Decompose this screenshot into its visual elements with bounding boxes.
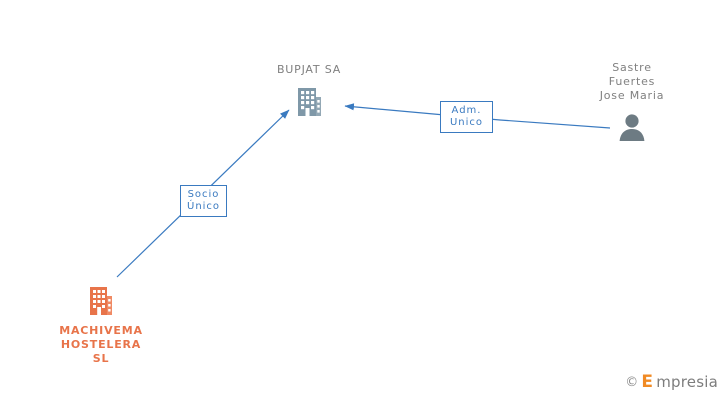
building-icon[interactable] — [294, 86, 324, 122]
person-icon-glyph — [619, 114, 645, 141]
building-icon[interactable] — [87, 286, 115, 320]
brand-name: mpresia — [656, 373, 718, 391]
edge-label-socio-unico[interactable]: Socio Único — [180, 185, 227, 217]
edge-line-adm-unico — [344, 103, 611, 129]
node-label-sastre: Sastre Fuertes Jose Maria — [599, 61, 665, 102]
copyright-icon: © — [625, 374, 639, 390]
edge-label-adm-unico[interactable]: Adm. Unico — [440, 101, 493, 133]
node-label-bupjat: BUPJAT SA — [276, 63, 342, 76]
node-label-machivema: MACHIVEMA HOSTELERA SL — [59, 324, 143, 365]
watermark: © E mpresia — [625, 372, 718, 392]
building-icon-glyph — [90, 287, 112, 315]
brand-initial: E — [641, 372, 654, 392]
building-icon-glyph — [298, 88, 321, 116]
person-icon[interactable] — [617, 113, 647, 145]
